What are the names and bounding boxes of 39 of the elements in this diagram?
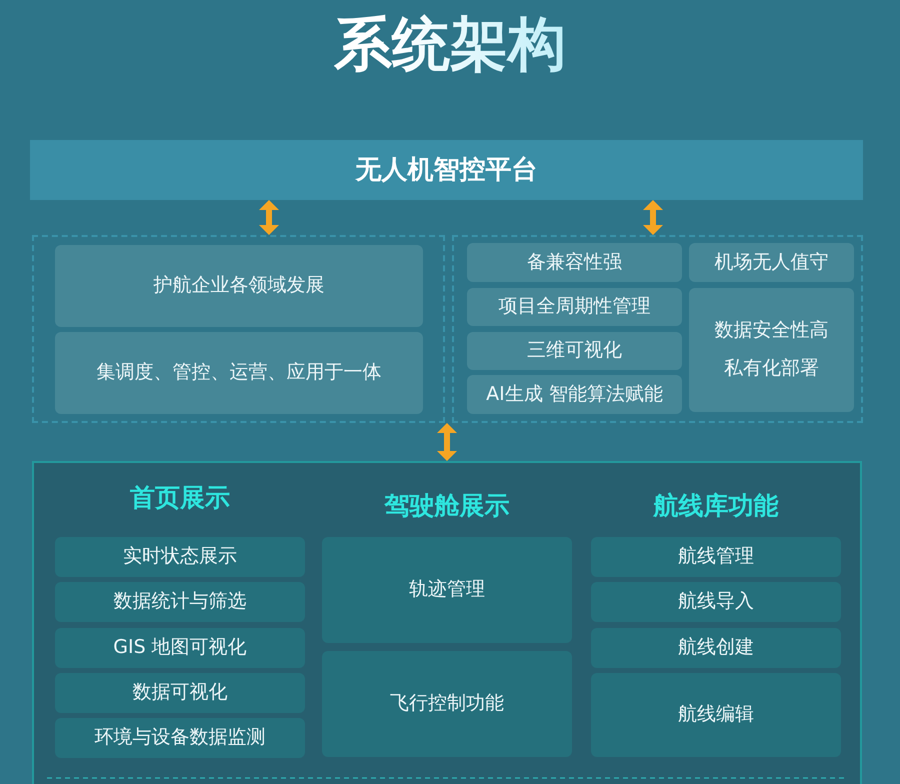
column-heading: 首页展示	[130, 483, 230, 513]
feature-text: 集调度、管控、运营、应用于一体	[96, 361, 382, 385]
feature-card	[689, 243, 854, 282]
function-text: 飞行控制功能	[390, 692, 504, 716]
platform-title: 无人机智控平台	[356, 154, 538, 186]
column-heading: 驾驶舱展示	[384, 491, 510, 521]
function-text: 航线导入	[678, 590, 754, 614]
feature-card	[467, 243, 682, 282]
feature-card	[467, 375, 682, 414]
dashed-group-frame	[32, 235, 445, 423]
double-arrow	[259, 200, 279, 235]
function-text: GIS 地图可视化	[113, 636, 247, 660]
function-text: 实时状态展示	[123, 545, 237, 569]
feature-text: 三维可视化	[527, 339, 622, 363]
dashed-group-frame	[452, 235, 863, 423]
feature-text: 护航企业各领域发展	[154, 274, 324, 298]
function-text: 数据统计与筛选	[114, 590, 246, 614]
feature-card	[55, 245, 423, 327]
feature-card	[467, 288, 682, 326]
feature-text: 机场无人值守	[714, 250, 828, 274]
function-text: 航线创建	[678, 636, 754, 660]
feature-card	[467, 332, 682, 370]
column-heading: 航线库功能	[654, 491, 778, 521]
feature-text: AI生成 智能算法赋能	[486, 382, 663, 406]
function-text: 环境与设备数据监测	[94, 726, 266, 750]
feature-card	[55, 332, 423, 414]
feature-text: 项目全周期性管理	[498, 295, 650, 319]
module-panel	[32, 461, 862, 784]
feature-text: 数据安全性高	[714, 319, 828, 343]
double-arrow	[643, 200, 663, 235]
feature-text: 备兼容性强	[527, 250, 622, 274]
feature-text: 私有化部署	[724, 357, 819, 381]
function-text: 数据可视化	[132, 681, 228, 705]
function-text: 轨迹管理	[409, 578, 485, 602]
function-text: 航线管理	[678, 545, 754, 569]
platform-banner	[30, 140, 863, 200]
function-text: 航线编辑	[678, 703, 754, 727]
feature-card	[689, 288, 854, 412]
double-arrow	[437, 423, 457, 461]
